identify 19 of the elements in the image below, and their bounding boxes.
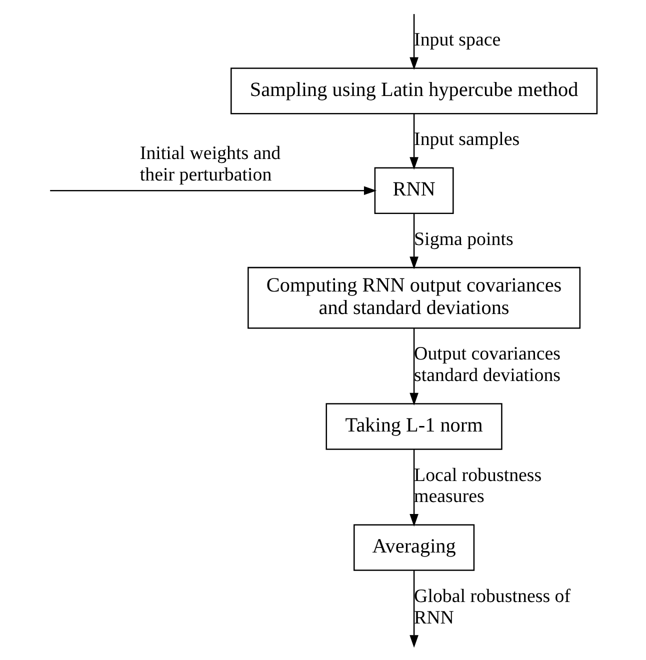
arrow	[410, 214, 418, 270]
arrow	[410, 328, 418, 406]
edge-label: Input space	[414, 30, 501, 51]
edge-label: Local robustness measures	[414, 464, 542, 508]
edge-label: Output covariances standard deviations	[414, 344, 561, 386]
node-box: Averaging	[354, 524, 475, 571]
edge-label: Input samples	[414, 129, 520, 150]
arrow	[410, 14, 418, 70]
arrow	[410, 450, 418, 527]
node-box: Sampling using Latin hypercube method	[230, 68, 598, 114]
edge-label: Initial weights and their perturbation	[140, 143, 281, 186]
arrow	[50, 186, 377, 196]
node-box: Computing RNN output covariances and standard deviations	[248, 266, 581, 329]
node-box: Taking L-1 norm	[326, 403, 502, 450]
edge-label: Global robustness of RNN	[414, 586, 571, 628]
edge-label: Sigma points	[414, 228, 514, 250]
arrow	[410, 570, 418, 648]
node-box: RNN	[374, 167, 454, 214]
arrow	[410, 114, 418, 170]
